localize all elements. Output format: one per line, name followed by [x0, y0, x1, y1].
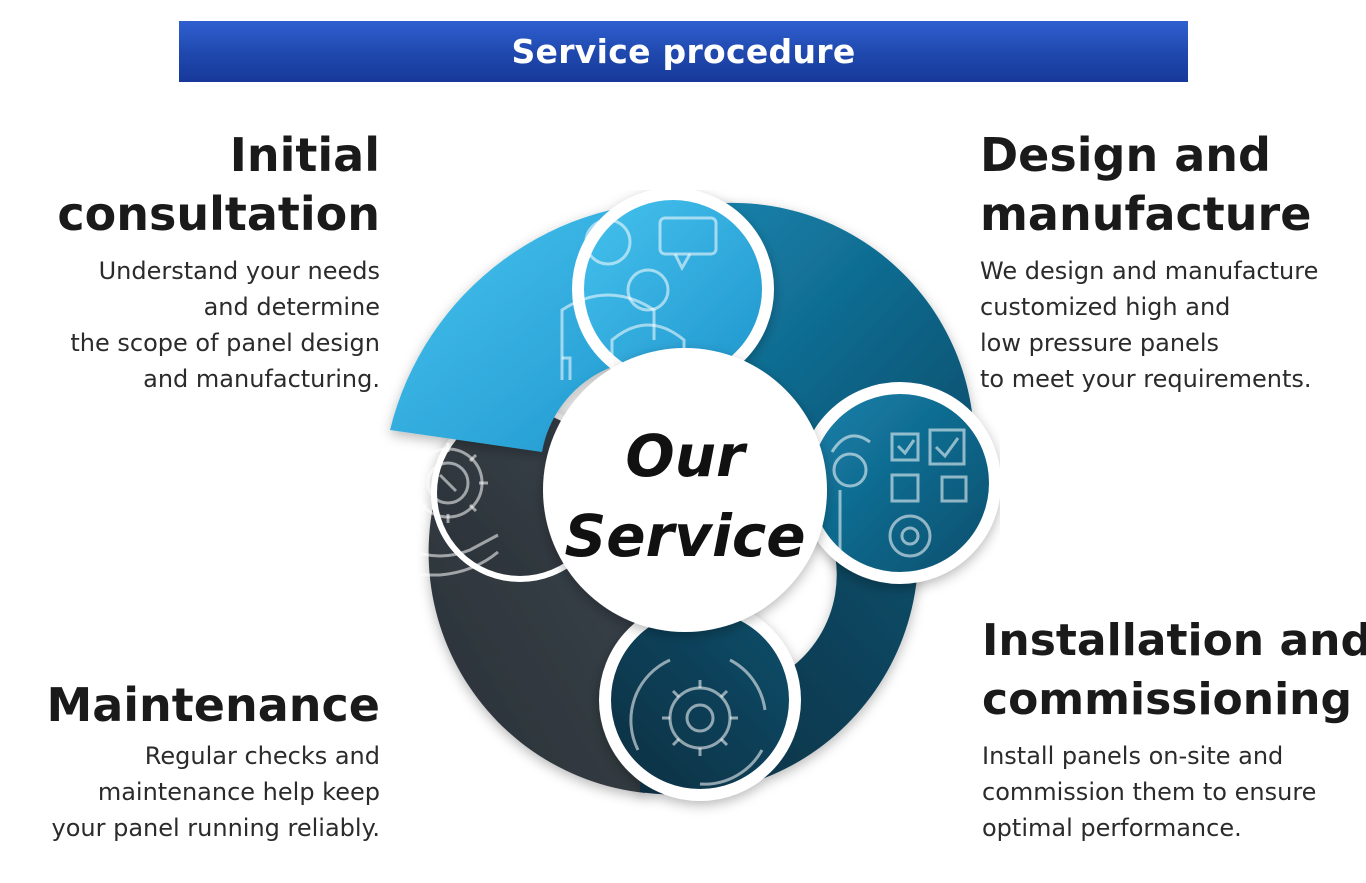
step-design-manufacture: Design and manufacture We design and man…	[980, 126, 1318, 397]
page-title: Service procedure	[511, 32, 856, 71]
header-banner: Service procedure	[179, 21, 1188, 82]
step-title: Initial consultation	[57, 126, 380, 244]
hand-gear-wrench-icon	[390, 443, 499, 577]
center-label-line2: Service	[564, 502, 805, 570]
wheel-segment-consultation	[390, 190, 774, 452]
step-description: Install panels on-site and commission th…	[982, 738, 1366, 846]
service-cycle-wheel: Our Service	[390, 190, 1000, 801]
step-title: Design and manufacture	[980, 126, 1318, 244]
step-desc-line: and manufacturing.	[143, 365, 380, 393]
step-desc-line: customized high and	[980, 293, 1231, 321]
step-initial-consultation: Initial consultation Understand your nee…	[57, 126, 380, 397]
center-label-line1: Our	[625, 422, 748, 490]
step-desc-line: the scope of panel design	[70, 329, 380, 357]
consultation-people-icon	[560, 216, 718, 380]
step-title: Installation and commissioning	[982, 611, 1366, 729]
step-title-line: commissioning	[982, 674, 1353, 725]
step-title-line: Design and	[980, 128, 1271, 182]
step-desc-line: your panel running reliably.	[51, 814, 380, 842]
step-desc-line: low pressure panels	[980, 329, 1219, 357]
step-title: Maintenance	[46, 676, 380, 735]
step-desc-line: maintenance help keep	[97, 778, 380, 806]
engineer-checklist-gear-icon	[830, 428, 968, 558]
step-title-line: manufacture	[980, 187, 1312, 241]
step-desc-line: Understand your needs	[98, 257, 380, 285]
gear-cycle-icon	[629, 658, 767, 786]
step-installation-commissioning: Installation and commissioning Install p…	[982, 611, 1366, 846]
step-title-line: Maintenance	[46, 678, 380, 732]
step-desc-line: Regular checks and	[144, 742, 380, 770]
step-desc-line: and determine	[203, 293, 380, 321]
step-title-line: consultation	[57, 187, 380, 241]
step-desc-line: We design and manufacture	[980, 257, 1319, 285]
step-desc-line: to meet your requirements.	[980, 365, 1312, 393]
step-description: We design and manufacture customized hig…	[980, 253, 1318, 397]
step-desc-line: optimal performance.	[982, 814, 1242, 842]
step-desc-line: commission them to ensure	[982, 778, 1317, 806]
step-desc-line: Install panels on-site and	[982, 742, 1284, 770]
step-description: Understand your needs and determine the …	[57, 253, 380, 397]
center-disc	[543, 348, 827, 632]
step-maintenance: Maintenance Regular checks and maintenan…	[46, 676, 380, 846]
step-title-line: Initial	[229, 128, 380, 182]
step-title-line: Installation and	[982, 615, 1366, 666]
step-description: Regular checks and maintenance help keep…	[46, 738, 380, 846]
